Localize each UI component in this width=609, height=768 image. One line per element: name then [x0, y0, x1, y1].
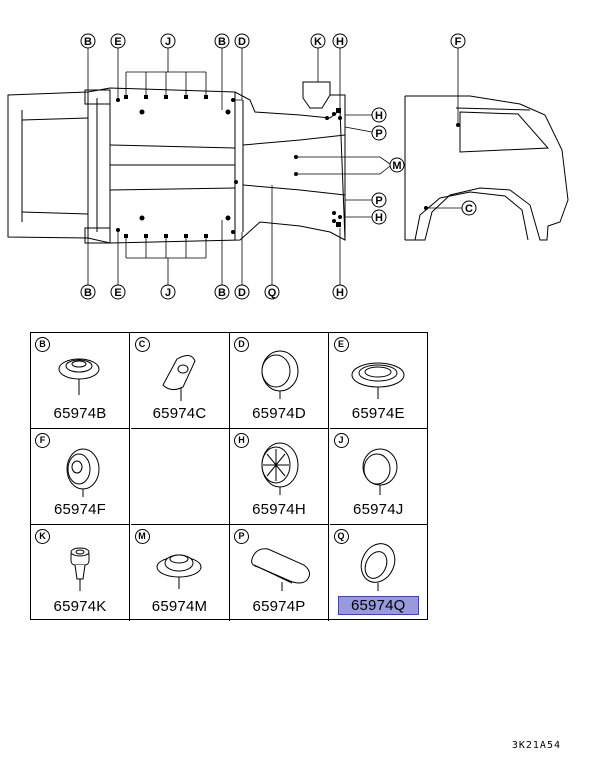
part-cell-b: B 65974B: [31, 333, 130, 429]
callout-e-bottom: E: [110, 284, 126, 300]
part-number[interactable]: 65974E: [351, 405, 405, 422]
part-cell-p: P 65974P: [230, 525, 329, 621]
part-cell-k: K 65974K: [31, 525, 130, 621]
callout-b-top: B: [80, 33, 96, 49]
part-cell-f: F 65974F: [31, 429, 130, 525]
svg-text:M: M: [392, 160, 401, 172]
part-letter-badge: D: [234, 337, 249, 352]
svg-text:J: J: [165, 36, 171, 48]
grommet-d-icon: [261, 350, 299, 399]
callout-b-bottom: B: [80, 284, 96, 300]
grommet-p-icon: [251, 548, 310, 591]
svg-text:E: E: [114, 287, 121, 299]
svg-text:B: B: [84, 287, 92, 299]
part-cell-c: C 65974C: [130, 333, 230, 429]
part-letter-badge: K: [35, 529, 50, 544]
part-letter-badge: C: [134, 337, 150, 352]
svg-text:B: B: [218, 36, 226, 48]
grommet-h-icon: [261, 442, 299, 495]
svg-text:H: H: [336, 36, 344, 48]
part-number[interactable]: 65974H: [252, 501, 306, 518]
grommet-m-icon: [156, 554, 201, 589]
part-cell-q: Q 65974Q: [330, 525, 428, 621]
svg-text:P: P: [375, 128, 382, 140]
callout-h-upper: H: [371, 107, 387, 123]
callout-h-bottom: H: [332, 284, 348, 300]
grommet-j-icon: [362, 448, 397, 495]
parts-grid: B 65974B C 65974C D 65974D E 65974E F 65974F H 6597…: [30, 332, 428, 621]
callout-b-top-2: B: [214, 33, 230, 49]
part-cell-empty: [130, 429, 230, 525]
grommet-b-icon: [58, 358, 100, 395]
part-number[interactable]: 65974K: [53, 598, 107, 615]
part-letter-badge: M: [134, 529, 150, 544]
svg-text:J: J: [165, 287, 171, 299]
callout-d-top: D: [234, 33, 250, 49]
part-cell-m: M 65974M: [131, 525, 230, 621]
svg-text:H: H: [336, 287, 344, 299]
callout-p-upper: P: [371, 125, 387, 141]
callout-m: M: [389, 157, 405, 173]
callout-h-lower: H: [371, 209, 387, 225]
callout-d-bottom: D: [234, 284, 250, 300]
svg-text:H: H: [375, 212, 383, 224]
callout-e-top: E: [110, 33, 126, 49]
rear-quarter-outline: [405, 95, 569, 241]
part-number[interactable]: 65974B: [53, 405, 107, 422]
callout-j-bottom: J: [160, 284, 176, 300]
part-cell-d: D 65974D: [230, 333, 329, 429]
svg-text:H: H: [375, 110, 383, 122]
callout-f: F: [450, 33, 466, 49]
part-cell-e: E 65974E: [329, 333, 427, 429]
floor-outline: [7, 87, 346, 244]
grommet-e-icon: [351, 362, 404, 399]
svg-text:D: D: [238, 287, 246, 299]
part-cell-j: J 65974J: [329, 429, 427, 525]
svg-text:D: D: [238, 36, 246, 48]
grommet-q-icon: [360, 543, 395, 591]
part-letter-badge: J: [333, 433, 349, 448]
svg-text:C: C: [465, 203, 473, 215]
callout-q: Q: [264, 284, 280, 300]
part-letter-badge: E: [333, 337, 349, 352]
part-number[interactable]: 65974Q: [337, 596, 419, 615]
part-letter-badge: B: [35, 337, 50, 352]
callout-k: K: [310, 33, 326, 49]
vehicle-body-diagram: B E J B D K H F H P M P H C B E J B D Q …: [7, 33, 569, 300]
part-letter-badge: Q: [333, 529, 349, 544]
svg-text:E: E: [114, 36, 121, 48]
svg-text:Q: Q: [268, 287, 277, 299]
svg-text:B: B: [218, 287, 226, 299]
part-number[interactable]: 65974C: [152, 405, 207, 422]
part-letter-badge: F: [35, 433, 50, 448]
grommet-k-icon: [70, 547, 90, 591]
svg-text:B: B: [84, 36, 92, 48]
svg-text:P: P: [375, 195, 382, 207]
part-letter-badge: H: [234, 433, 249, 448]
callout-p-lower: P: [371, 192, 387, 208]
part-number[interactable]: 65974P: [252, 598, 306, 615]
part-cell-h: H 65974H: [230, 429, 329, 525]
callout-c: C: [461, 200, 477, 216]
part-number[interactable]: 65974F: [53, 501, 107, 518]
svg-text:F: F: [455, 36, 462, 48]
callout-j-top: J: [160, 33, 176, 49]
diagram-code: 3K21A54: [511, 740, 561, 751]
part-number[interactable]: 65974M: [151, 598, 208, 615]
part-number[interactable]: 65974D: [252, 405, 306, 422]
grommet-c-icon: [161, 355, 196, 401]
grommet-f-icon: [66, 448, 100, 497]
callout-h-top: H: [332, 33, 348, 49]
part-letter-badge: P: [234, 529, 249, 544]
part-number[interactable]: 65974J: [353, 501, 404, 518]
callout-b-bottom-2: B: [214, 284, 230, 300]
svg-text:K: K: [314, 36, 322, 48]
